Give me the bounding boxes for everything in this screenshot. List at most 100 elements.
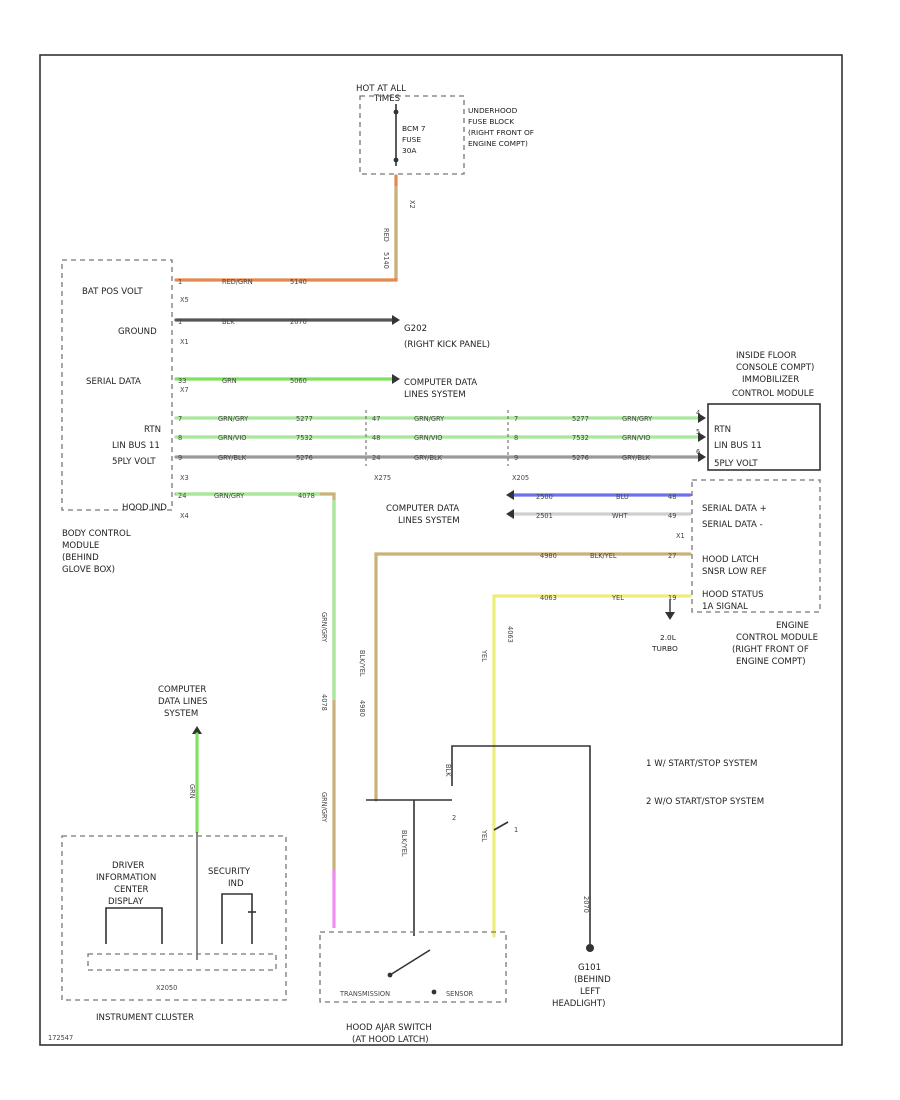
ecm-pin-49: 49 xyxy=(668,512,676,520)
g101-line-2: (BEHIND xyxy=(574,975,611,985)
ecm-label-hood-latch: HOOD LATCH xyxy=(702,555,759,565)
wire-hood-color: GRN/GRY xyxy=(214,492,245,500)
wire-rtn-circuit: 5277 xyxy=(296,415,313,423)
bcm-pin-num-ground: 1 xyxy=(178,318,182,326)
ground-arrow-g202 xyxy=(392,315,400,325)
turbo-variant: 2.0L xyxy=(660,633,677,642)
ecm-name-1: ENGINE xyxy=(776,621,809,631)
wire-low-ref-color: BLK/YEL xyxy=(590,552,617,560)
immobilizer-pin-5: 5 xyxy=(696,428,700,436)
ecm-label-hood-latch-2: SNSR LOW REF xyxy=(702,567,767,577)
ecm-label-serial-minus: SERIAL DATA - xyxy=(702,520,763,530)
diagram-id: 172547 xyxy=(48,1034,73,1042)
wire-serial-minus-color: WHT xyxy=(612,512,628,520)
wire-status-color: YEL xyxy=(611,594,624,602)
immobilizer-label-lin: LIN BUS 11 xyxy=(714,441,762,451)
wire-5v-color-2: GRY/BLK xyxy=(414,454,443,462)
wire-5v-circuit: 5276 xyxy=(296,454,313,462)
wire-rtn-color: GRN/GRY xyxy=(218,415,249,423)
computer-data-2-line-1: COMPUTER DATA xyxy=(386,504,459,514)
immobilizer-pin-4: 4 xyxy=(696,409,700,417)
body-control-module: BAT POS VOLT GROUND SERIAL DATA RTN LIN … xyxy=(61,259,189,575)
hood-switch-outline xyxy=(319,931,507,1003)
wire-serial-plus-circuit: 2500 xyxy=(536,493,553,501)
g101-line-3: LEFT xyxy=(580,987,601,997)
hood-switch-contact xyxy=(389,949,431,976)
wire-switch-ground-circuit: 2070 xyxy=(582,896,590,913)
bcm-name-3: (BEHIND xyxy=(62,553,99,563)
wire-5v-circuit-2: 5276 xyxy=(572,454,589,462)
hood-switch-name-2: (AT HOOD LATCH) xyxy=(352,1035,429,1045)
underhood-fuse-block: HOT AT ALL TIMES BCM 7 FUSE 30A UNDERHOO… xyxy=(356,84,534,269)
wire-low-ref-circuit-vert: 4980 xyxy=(358,700,366,717)
wire-hood-circuit-vert: 4078 xyxy=(320,694,328,711)
fuse-terminal-bottom xyxy=(393,157,399,163)
ecm-label-hood-status: HOOD STATUS xyxy=(702,590,764,600)
wire-lin-color-3: GRN/VIO xyxy=(622,434,651,442)
wire-status-color-vert: YEL xyxy=(480,649,488,662)
arrow-serial-minus xyxy=(506,509,514,519)
g202-name: G202 xyxy=(404,324,427,334)
bcm-conn-x7: X7 xyxy=(180,386,189,394)
immobilizer-line-4: CONTROL MODULE xyxy=(732,389,814,399)
dic-line-3: CENTER xyxy=(114,885,149,895)
cluster-wire-color: GRN xyxy=(188,784,196,799)
immobilizer-label-rtn: RTN xyxy=(714,425,731,435)
bcm-pin-label-lin: LIN BUS 11 xyxy=(112,441,160,451)
arrow-serial-plus xyxy=(506,490,514,500)
fuse-line-1: BCM 7 xyxy=(402,124,426,133)
turbo-marker-arrow xyxy=(665,612,675,620)
cluster-connector xyxy=(87,953,277,971)
security-line-1: SECURITY xyxy=(208,867,251,877)
immobilizer-line-2: CONSOLE COMPT) xyxy=(736,363,814,373)
engine-control-module: SERIAL DATA + SERIAL DATA - X1 HOOD LATC… xyxy=(676,479,821,667)
immobilizer-line-1: INSIDE FLOOR xyxy=(736,351,797,361)
ecm-name-2: CONTROL MODULE xyxy=(736,633,818,643)
wire-5140-feed xyxy=(174,174,398,282)
security-line-2: IND xyxy=(228,879,244,889)
hood-switch-name-1: HOOD AJAR SWITCH xyxy=(346,1023,432,1033)
wire-4063-hood-status xyxy=(492,594,692,938)
computer-data-1-line-1: COMPUTER DATA xyxy=(404,378,477,388)
hood-switch-pivot-left xyxy=(387,972,393,978)
bcm-pin-num-lin: 8 xyxy=(178,434,182,442)
hood-switch-left-label: TRANSMISSION xyxy=(339,990,390,998)
ecm-pin-48: 48 xyxy=(668,493,676,501)
fuse-block-line-3: (RIGHT FRONT OF xyxy=(468,128,534,137)
immobilizer-line-3: IMMOBILIZER xyxy=(742,375,799,385)
wire-5v-color: GRY/BLK xyxy=(218,454,247,462)
wire-lin-color-2: GRN/VIO xyxy=(414,434,443,442)
bcm-pin-num-rtn: 7 xyxy=(178,415,182,423)
x205-pin-2: 8 xyxy=(514,434,518,442)
diagram-frame xyxy=(39,54,843,1046)
note-2: 2 W/O START/STOP SYSTEM xyxy=(646,797,764,807)
computer-data-3-line-3: SYSTEM xyxy=(164,709,198,719)
fuse-block-line-1: UNDERHOOD xyxy=(468,106,518,115)
bcm-pin-label-ground: GROUND xyxy=(118,327,157,337)
ecm-pin-27: 27 xyxy=(668,552,676,560)
computer-data-3-line-1: COMPUTER xyxy=(158,685,206,695)
hot-label-1: HOT AT ALL xyxy=(356,84,406,94)
bcm-outline xyxy=(61,259,173,511)
bcm-pin-label-bat: BAT POS VOLT xyxy=(82,287,143,297)
wire-low-ref-circuit: 4980 xyxy=(540,552,557,560)
immobilizer-pin-6: 6 xyxy=(696,448,700,456)
fuse-wire-color: RED xyxy=(382,228,390,242)
fuse-block-outline xyxy=(359,95,465,175)
bcm-pin-label-serial: SERIAL DATA xyxy=(86,377,141,387)
wire-hood-color-vert: GRN/GRY xyxy=(320,612,328,643)
variant-marker-1: 1 xyxy=(514,826,518,834)
cluster-data-arrow xyxy=(192,726,202,734)
variant-marker-2: 2 xyxy=(452,814,456,822)
wire-serial-color: GRN xyxy=(222,377,237,385)
bcm-conn-x5: X5 xyxy=(180,296,189,304)
bcm-conn-x3: X3 xyxy=(180,474,189,482)
hood-switch-pivot-right xyxy=(431,989,437,995)
wire-serial-minus-circuit: 2501 xyxy=(536,512,553,520)
security-connection xyxy=(221,893,253,944)
fuse-line-2: FUSE xyxy=(402,135,421,144)
wire-status-circuit-vert: 4063 xyxy=(506,626,514,643)
wire-status-circuit: 4063 xyxy=(540,594,557,602)
wire-bat-circuit: 5140 xyxy=(290,278,307,286)
bcm-pin-num-bat: 1 xyxy=(178,278,182,286)
